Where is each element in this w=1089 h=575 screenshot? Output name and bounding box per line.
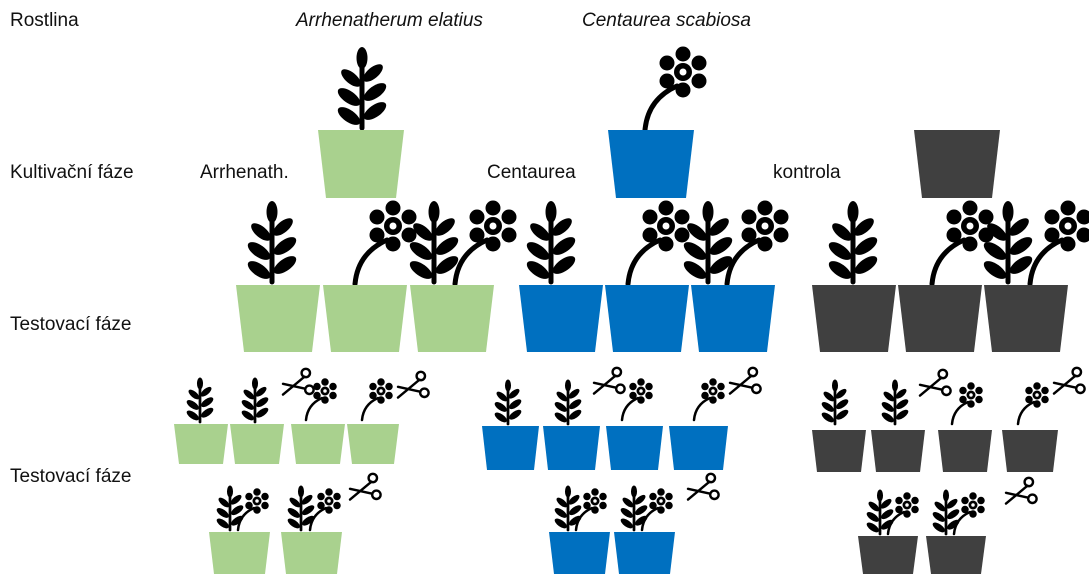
source-arrhenatherum	[318, 47, 404, 198]
test1-control	[812, 201, 1089, 353]
test2-arrhenath	[174, 369, 429, 574]
pot-blue	[608, 130, 694, 198]
pot-control-empty	[914, 130, 1000, 198]
test2-centaurea	[482, 368, 761, 574]
test1-arrhenath	[236, 201, 517, 353]
pot-green	[318, 130, 404, 198]
test1-centaurea	[519, 201, 789, 353]
source-centaurea	[608, 47, 707, 199]
test2-control	[812, 368, 1085, 574]
